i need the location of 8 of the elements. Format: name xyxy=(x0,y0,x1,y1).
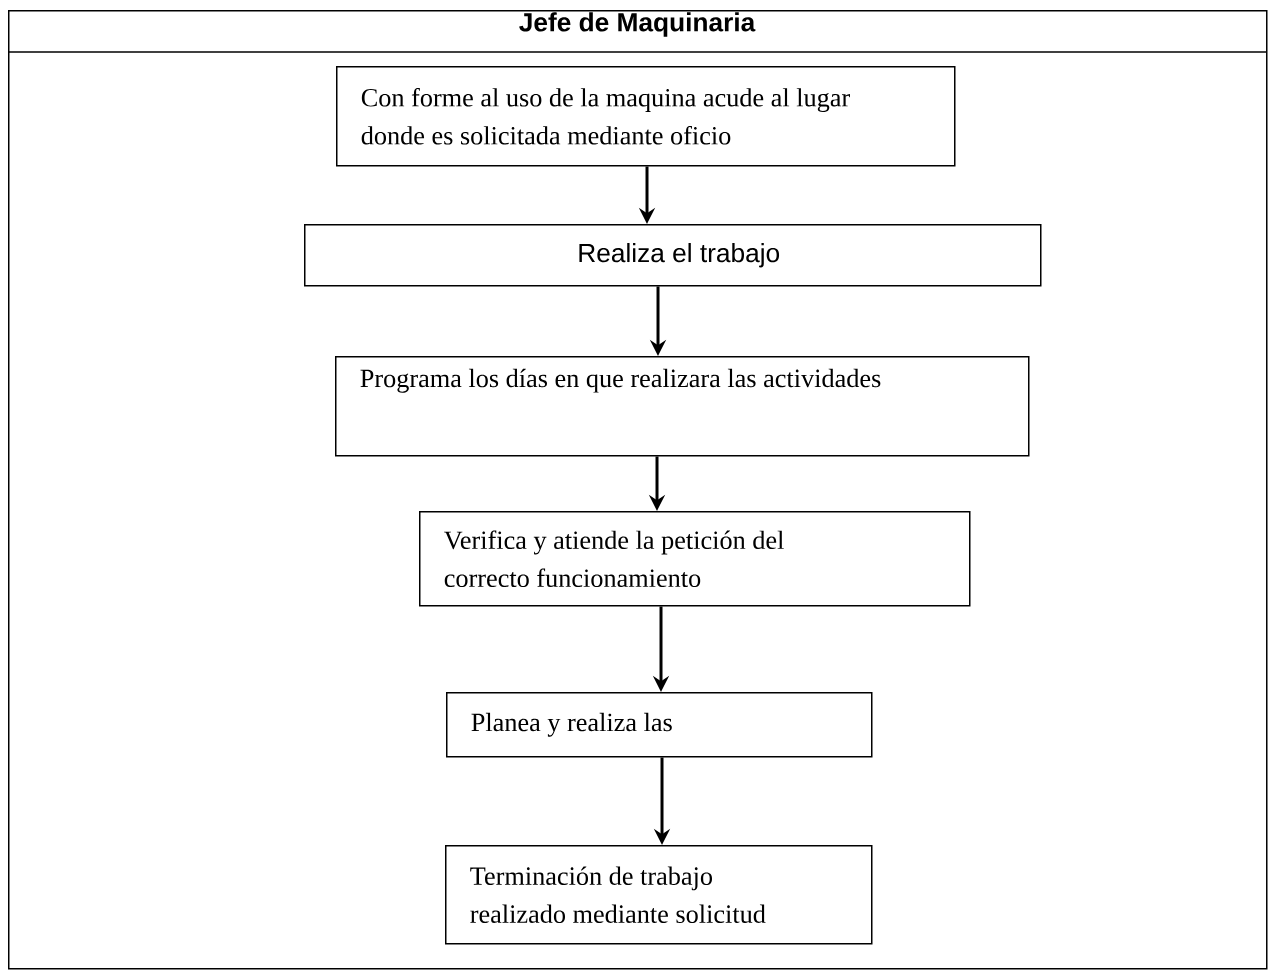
lane-title: Jefe de Maquinaria xyxy=(519,12,756,37)
process-box: Con forme al uso de la maquina acude al lugar donde es solicitada mediante oficio xyxy=(336,66,956,167)
process-box: Verifica y atiende la petición del correcto funcionamiento xyxy=(419,511,971,607)
process-box: Programa los días en que realizara las actividades xyxy=(335,356,1030,457)
process-box: Planea y realiza las xyxy=(446,692,873,758)
swimlane xyxy=(8,10,1268,970)
process-box: Realiza el trabajo xyxy=(304,224,1042,287)
process-box: Terminación de trabajo realizado mediante solicitud xyxy=(445,845,873,945)
